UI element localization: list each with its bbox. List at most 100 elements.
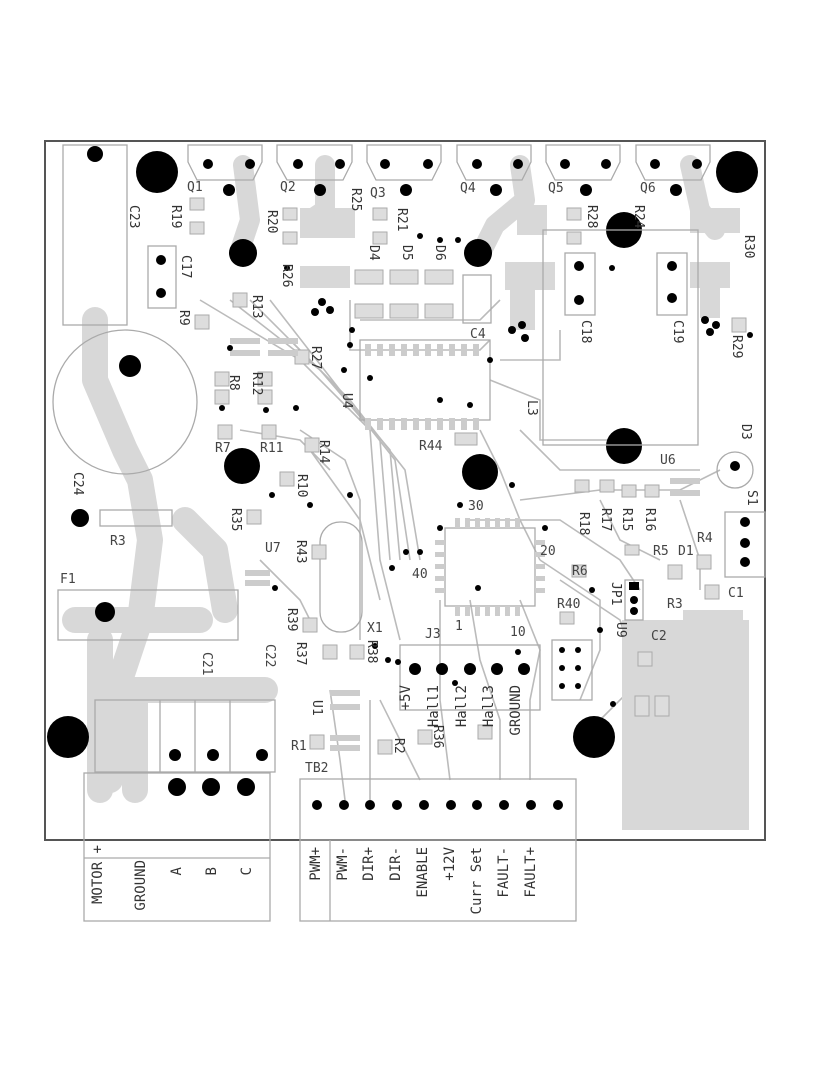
label-r29: R29 xyxy=(729,335,744,358)
terminal-label-b: B xyxy=(204,867,220,875)
label-q6: Q6 xyxy=(640,181,656,196)
label-j3: J3 xyxy=(425,627,441,642)
vias xyxy=(219,233,753,707)
label-d3: D3 xyxy=(738,424,753,440)
label-r20: R20 xyxy=(264,210,279,233)
terminal-label-c: C xyxy=(239,867,255,875)
label-u6: U6 xyxy=(660,453,676,468)
smd-pads xyxy=(189,197,747,755)
ic-u4 xyxy=(359,339,491,430)
label-r28: R28 xyxy=(584,205,599,228)
j3-label-ground: GROUND xyxy=(508,685,524,736)
label-c4: C4 xyxy=(470,327,486,342)
label-r39: R39 xyxy=(284,608,299,631)
label-c2: C2 xyxy=(651,629,667,644)
j3-label-hall1: Hall1 xyxy=(426,685,442,727)
label-u7: U7 xyxy=(265,541,281,556)
label-d1: D1 xyxy=(678,544,694,559)
label-r3b: R3 xyxy=(667,597,683,612)
label-r16: R16 xyxy=(642,508,657,531)
label-r19: R19 xyxy=(168,205,183,228)
terminal-label-fault-plus: FAULT+ xyxy=(523,847,539,898)
label-r8: R8 xyxy=(226,375,241,391)
label-r14: R14 xyxy=(316,440,331,464)
label-r21: R21 xyxy=(394,208,409,231)
signal-terminal-block xyxy=(299,778,577,922)
label-r7: R7 xyxy=(215,441,231,456)
j3-label-hall2: Hall2 xyxy=(454,685,470,727)
label-r43: R43 xyxy=(293,540,308,563)
label-u4: U4 xyxy=(339,393,354,409)
label-r36: R36 xyxy=(430,725,445,748)
label-q4: Q4 xyxy=(460,181,476,196)
label-pin-10: 10 xyxy=(510,625,526,640)
label-q5: Q5 xyxy=(548,181,564,196)
label-d6: D6 xyxy=(432,245,447,261)
label-r5: R5 xyxy=(653,544,669,559)
label-r35: R35 xyxy=(228,508,243,531)
label-c22: C22 xyxy=(262,644,277,667)
label-r37: R37 xyxy=(293,642,308,665)
label-l3: L3 xyxy=(524,400,539,416)
j3-label-hall3: Hall3 xyxy=(481,685,497,727)
j3-labels: +5V Hall1 Hall2 Hall3 GROUND xyxy=(398,684,524,735)
label-s1: S1 xyxy=(744,490,759,506)
label-d5: D5 xyxy=(399,245,414,261)
label-x1: X1 xyxy=(367,621,383,636)
terminal-label-a: A xyxy=(169,866,185,875)
terminal-label-pwm-plus: PWM+ xyxy=(308,847,324,881)
label-c18: C18 xyxy=(578,320,593,343)
label-c23: C23 xyxy=(126,205,141,228)
label-q1: Q1 xyxy=(187,180,203,195)
label-r13: R13 xyxy=(249,295,264,318)
label-r24: R24 xyxy=(631,205,646,229)
label-u1: U1 xyxy=(309,700,324,716)
label-r38: R38 xyxy=(364,640,379,663)
label-d4: D4 xyxy=(366,245,381,261)
signal-terminal-labels: PWM+ PWM- DIR+ DIR- ENABLE +12V Curr Set… xyxy=(308,846,539,914)
label-r17: R17 xyxy=(598,508,613,531)
label-c17: C17 xyxy=(178,255,193,278)
terminal-label-dir-minus: DIR- xyxy=(388,847,404,881)
terminal-label-dir-plus: DIR+ xyxy=(361,847,377,881)
label-r27: R27 xyxy=(308,346,323,369)
label-c24: C24 xyxy=(70,472,85,496)
terminal-label-enable: ENABLE xyxy=(415,847,431,898)
label-f1: F1 xyxy=(60,572,76,587)
label-c1: C1 xyxy=(728,586,744,601)
label-r40: R40 xyxy=(557,597,580,612)
label-r6: R6 xyxy=(572,564,588,579)
label-pin-1: 1 xyxy=(455,619,463,634)
label-r3: R3 xyxy=(110,534,126,549)
label-r25: R25 xyxy=(348,188,363,211)
label-r4: R4 xyxy=(697,531,713,546)
terminal-label-motor-plus: MOTOR + xyxy=(90,845,106,904)
label-r2: R2 xyxy=(391,738,406,754)
terminal-label-ground: GROUND xyxy=(133,860,149,911)
component-labels: Q1 Q2 Q3 Q4 Q5 Q6 C23 C17 C18 C19 C4 C24… xyxy=(60,180,759,776)
label-q3: Q3 xyxy=(370,186,386,201)
label-r26: R26 xyxy=(279,264,294,287)
label-pin-30: 30 xyxy=(468,499,484,514)
label-r11: R11 xyxy=(260,441,283,456)
soic-packages xyxy=(230,338,700,751)
power-traces xyxy=(62,155,725,803)
label-c21: C21 xyxy=(199,652,214,675)
terminal-label-curr-set: Curr Set xyxy=(469,847,485,914)
label-r1: R1 xyxy=(291,739,307,754)
label-r9: R9 xyxy=(176,310,191,326)
label-pin-20: 20 xyxy=(540,544,556,559)
terminal-label-12v: +12V xyxy=(442,846,458,880)
motor-terminal-labels: MOTOR + GROUND A B C xyxy=(90,845,255,911)
terminal-label-pwm-minus: PWM- xyxy=(335,847,351,881)
j3-label-5v: +5V xyxy=(398,684,414,710)
label-r44: R44 xyxy=(419,439,443,454)
power-transistors xyxy=(187,144,711,196)
ic-controller-qfp xyxy=(435,518,545,616)
label-r10: R10 xyxy=(294,474,309,497)
label-r18: R18 xyxy=(576,512,591,535)
label-u9: U9 xyxy=(613,622,628,638)
motor-terminal-block xyxy=(83,772,271,922)
label-tb2: TB2 xyxy=(305,761,328,776)
